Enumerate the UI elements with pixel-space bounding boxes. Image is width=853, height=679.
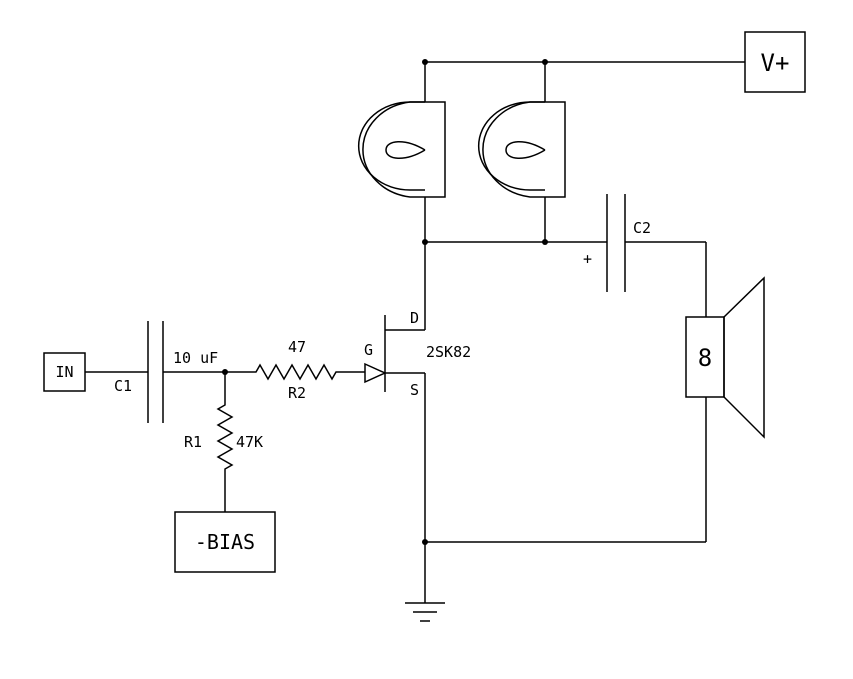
r1-value-label: 47K — [236, 433, 263, 451]
junction-lamp2-node — [542, 239, 548, 245]
fet-drain-label: D — [410, 309, 419, 327]
lamp-1 — [357, 62, 446, 242]
c1-value-label: 10 uF — [173, 349, 218, 367]
lamp-2 — [477, 62, 566, 242]
c2-label: C2 — [633, 219, 651, 237]
vplus-terminal-label: V+ — [761, 49, 790, 77]
bias-terminal-box — [174, 511, 276, 573]
c1-label: C1 — [114, 377, 132, 395]
input-terminal-label: IN — [55, 363, 73, 381]
fet-gate-arrow — [364, 362, 387, 384]
r2-label: R2 — [288, 384, 306, 402]
speaker-impedance-label: 8 — [698, 344, 712, 372]
fet-gate-label: G — [364, 341, 373, 359]
r2-value-label: 47 — [288, 338, 306, 356]
vplus-terminal-box — [744, 31, 806, 93]
fet-source-label: S — [410, 381, 419, 399]
r2-resistor — [225, 363, 365, 381]
speaker — [685, 276, 765, 439]
r1-label: R1 — [184, 433, 202, 451]
c2-polarity-label: + — [583, 250, 592, 268]
bias-terminal-label: -BIAS — [195, 530, 255, 554]
junction-drain-node — [422, 239, 428, 245]
fet-part-label: 2SK82 — [426, 343, 471, 361]
r1-resistor — [216, 372, 234, 512]
